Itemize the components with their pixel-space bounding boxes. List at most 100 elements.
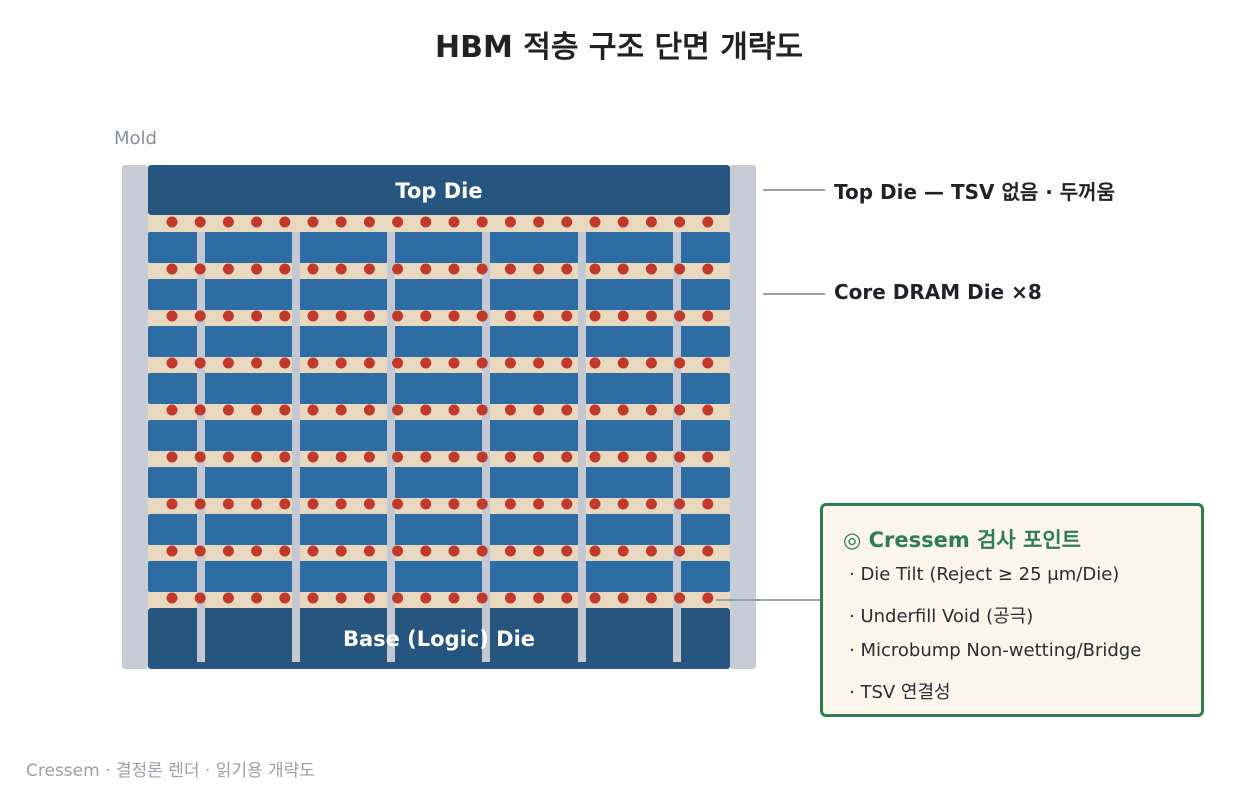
core-dram-die [148,420,730,451]
microbump [251,404,263,416]
microbump [589,498,601,510]
microbump [166,357,178,369]
microbump [222,357,234,369]
tsv-column [292,232,300,662]
inspection-item: · Microbump Non-wetting/Bridge [849,640,1142,661]
microbump [222,310,234,322]
microbump [251,545,263,557]
microbump [222,545,234,557]
microbump [533,404,545,416]
tsv-column [673,232,681,662]
microbump [420,263,432,275]
microbump [617,310,629,322]
microbump [279,451,291,463]
microbump [251,263,263,275]
inspection-points-box: ◎ Cressem 검사 포인트 · Die Tilt (Reject ≥ 25… [820,503,1204,717]
microbump [702,357,714,369]
microbump [363,216,375,228]
microbump [674,263,686,275]
microbump [335,545,347,557]
microbump [420,451,432,463]
top-die-label: Top Die [395,179,482,203]
microbump [645,404,657,416]
microbump [617,357,629,369]
microbump [166,498,178,510]
microbump [504,216,516,228]
microbump [251,310,263,322]
microbump [504,498,516,510]
microbump [702,451,714,463]
microbump [561,310,573,322]
microbump [222,263,234,275]
microbump [307,545,319,557]
microbump [589,357,601,369]
microbump [645,216,657,228]
inspection-item: · Underfill Void (공극) [849,606,1034,627]
microbump [307,357,319,369]
microbump [194,545,206,557]
microbump [420,357,432,369]
microbump [504,545,516,557]
microbump [589,592,601,604]
microbump [363,498,375,510]
microbump [166,592,178,604]
microbump [645,498,657,510]
microbump [279,404,291,416]
microbump [363,263,375,275]
microbump [476,357,488,369]
microbump [392,451,404,463]
microbump [589,263,601,275]
microbump [194,310,206,322]
microbump [166,216,178,228]
microbump [617,545,629,557]
microbump [307,263,319,275]
top-die-callout-line [763,189,825,191]
microbump [335,498,347,510]
microbump [448,592,460,604]
microbump [561,357,573,369]
core-dram-die [148,467,730,498]
microbump [674,216,686,228]
microbump [702,592,714,604]
microbump [194,592,206,604]
microbump [392,310,404,322]
microbump [674,404,686,416]
microbump [420,404,432,416]
microbump [702,498,714,510]
microbump [504,404,516,416]
core-dram-die [148,232,730,263]
microbump [674,357,686,369]
footer-note: Cressem · 결정론 렌더 · 읽기용 개략도 [26,761,315,781]
base-die-label: Base (Logic) Die [343,627,535,651]
microbump [674,498,686,510]
tsv-column [387,232,395,662]
microbump [307,216,319,228]
tsv-column [482,232,490,662]
microbump [392,263,404,275]
inspection-title: ◎ Cressem 검사 포인트 [843,528,1081,552]
microbump [335,592,347,604]
microbump [420,310,432,322]
microbump [363,357,375,369]
microbump [589,216,601,228]
microbump [476,498,488,510]
mold-left-wall [122,165,148,669]
microbump [392,404,404,416]
microbump [420,545,432,557]
microbump [504,451,516,463]
microbump [363,310,375,322]
microbump [194,404,206,416]
microbump [279,310,291,322]
microbump [420,592,432,604]
microbump [533,498,545,510]
microbump [307,592,319,604]
microbump [504,263,516,275]
microbump [251,498,263,510]
microbump [645,451,657,463]
microbump [335,263,347,275]
core-dram-die [148,514,730,545]
inspection-item: · Die Tilt (Reject ≥ 25 μm/Die) [849,564,1120,585]
microbump [448,404,460,416]
microbump [589,451,601,463]
